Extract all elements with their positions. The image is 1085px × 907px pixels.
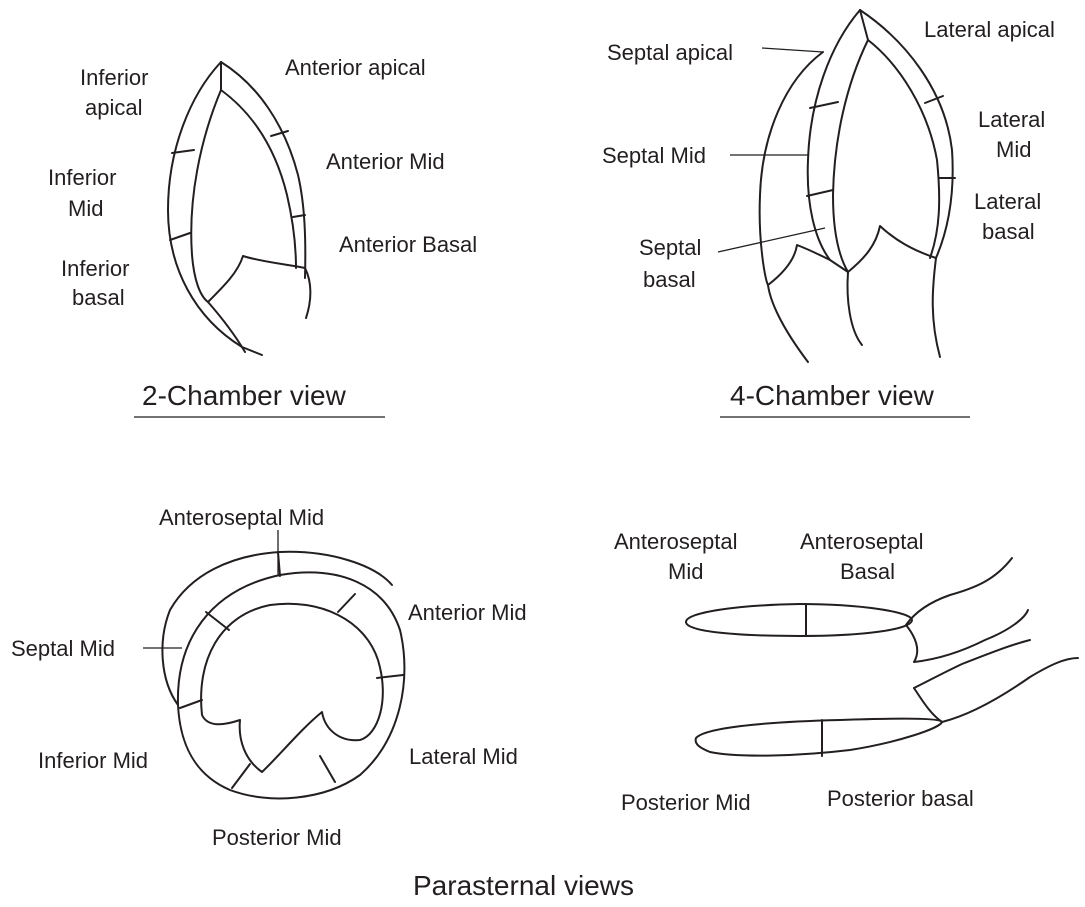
label-anteroseptal-basal-line2: Basal xyxy=(840,559,895,584)
divider-lower-right xyxy=(320,756,335,782)
short-axis-view: Anteroseptal Mid Anterior Mid Septal Mid… xyxy=(11,505,527,850)
divider-lower-left xyxy=(232,764,250,788)
label-lateral-mid: Lateral Mid xyxy=(409,744,518,769)
posterior-wall-ellipse xyxy=(696,719,942,756)
label-septal-mid: Septal Mid xyxy=(602,143,706,168)
four-chamber-labels: Septal apical Lateral apical Lateral Mid… xyxy=(602,17,1055,292)
long-axis-view: Anteroseptal Mid Anteroseptal Basal Post… xyxy=(614,529,1078,815)
mitral-valve xyxy=(848,226,936,272)
label-posterior-mid: Posterior Mid xyxy=(621,790,751,815)
label-posterior-mid: Posterior Mid xyxy=(212,825,342,850)
anteroseptum-ellipse xyxy=(686,604,912,636)
aortic-root-cusp xyxy=(906,610,1028,662)
label-anteroseptal-basal-line1: Anteroseptal xyxy=(800,529,924,554)
label-lateral-basal-line2: basal xyxy=(982,219,1035,244)
label-anterior-mid: Anterior Mid xyxy=(326,149,445,174)
label-lateral-basal-line1: Lateral xyxy=(974,189,1041,214)
interatrial-septum xyxy=(848,272,862,345)
two-chamber-labels: Inferior apical Anterior apical Inferior… xyxy=(48,55,477,310)
divider-left xyxy=(180,700,202,708)
label-septal-basal-line2: basal xyxy=(643,267,696,292)
mitral-valve xyxy=(208,256,310,318)
left-atrium-upper xyxy=(914,658,1078,722)
four-chamber-view: Septal apical Lateral apical Lateral Mid… xyxy=(602,10,1055,417)
two-chamber-title: 2-Chamber view xyxy=(142,380,347,411)
label-inferior-mid: Inferior Mid xyxy=(38,748,148,773)
long-axis-labels: Anteroseptal Mid Anteroseptal Basal Post… xyxy=(614,529,974,815)
label-anterior-apical: Anterior apical xyxy=(285,55,426,80)
label-lateral-apical: Lateral apical xyxy=(924,17,1055,42)
label-anteroseptal-mid-line1: Anteroseptal xyxy=(614,529,738,554)
divider-upper-left xyxy=(206,612,229,630)
label-lateral-mid-line1: Lateral xyxy=(978,107,1045,132)
label-lateral-mid-line2: Mid xyxy=(996,137,1031,162)
aortic-valve-lower xyxy=(914,640,1030,688)
two-chamber-drawing xyxy=(168,62,310,355)
lv-cavity-border xyxy=(191,90,221,302)
label-inferior-apical-line2: apical xyxy=(85,95,142,120)
label-inferior-apical-line1: Inferior xyxy=(80,65,148,90)
left-atrium-wall xyxy=(933,258,940,357)
tricuspid-valve xyxy=(768,245,830,285)
four-chamber-drawing xyxy=(718,10,955,362)
two-chamber-view: Inferior apical Anterior apical Inferior… xyxy=(48,55,477,417)
lv-anterior-wall xyxy=(221,62,305,278)
label-septal-mid: Septal Mid xyxy=(11,636,115,661)
septum-left-edge xyxy=(833,40,868,272)
rv-outer-wall xyxy=(760,52,823,362)
lv-lateral-inner xyxy=(868,40,939,258)
divider-anterior-apical-mid xyxy=(271,131,288,136)
long-axis-drawing xyxy=(686,558,1078,756)
atrial-wall xyxy=(208,302,245,352)
label-inferior-basal-line1: Inferior xyxy=(61,256,129,281)
label-inferior-mid-line2: Mid xyxy=(68,196,103,221)
lv-outer-ring xyxy=(178,572,405,798)
leader-septal-basal xyxy=(718,228,825,252)
label-anteroseptal-mid-line2: Mid xyxy=(668,559,703,584)
four-chamber-title: 4-Chamber view xyxy=(730,380,935,411)
label-inferior-mid-line1: Inferior xyxy=(48,165,116,190)
label-septal-apical: Septal apical xyxy=(607,40,733,65)
aortic-root-upper xyxy=(906,558,1012,625)
label-anterior-mid: Anterior Mid xyxy=(408,600,527,625)
divider-septal-mid-basal xyxy=(807,190,833,196)
label-posterior-basal: Posterior basal xyxy=(827,786,974,811)
septum-right-edge xyxy=(808,10,860,272)
divider-lateral-apical-mid xyxy=(925,96,943,103)
short-axis-drawing xyxy=(143,530,404,798)
lv-cavity-anterior xyxy=(221,90,296,268)
parasternal-views-title: Parasternal views xyxy=(413,870,634,901)
divider-upper-right xyxy=(338,594,355,612)
leader-septal-apical xyxy=(762,48,823,52)
label-septal-basal-line1: Septal xyxy=(639,235,701,260)
label-anterior-basal: Anterior Basal xyxy=(339,232,477,257)
divider-inferior-mid-basal xyxy=(170,233,190,240)
label-anteroseptal-mid: Anteroseptal Mid xyxy=(159,505,324,530)
label-inferior-basal-line2: basal xyxy=(72,285,125,310)
